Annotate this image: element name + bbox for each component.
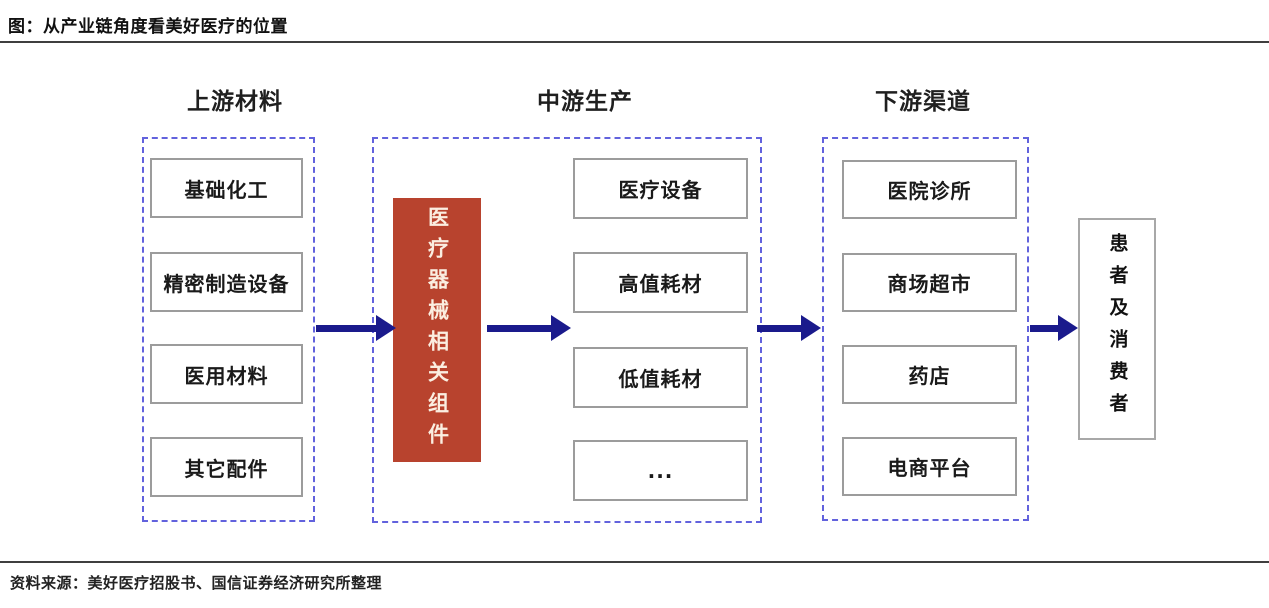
midstream-group: 医疗器械相关组件 医疗设备 高值耗材 低值耗材 ... — [372, 137, 762, 523]
figure-title: 图：从产业链角度看美好医疗的位置 — [8, 17, 288, 37]
source-note: 资料来源：美好医疗招股书、国信证券经济研究所整理 — [10, 574, 383, 592]
arrow-head-icon — [551, 315, 571, 341]
flow-arrow-upstream-to-highlight — [316, 315, 396, 341]
upstream-item-basic-chemicals: 基础化工 — [150, 158, 303, 218]
top-divider — [0, 41, 1269, 43]
highlight-company-position: 医疗器械相关组件 — [393, 198, 481, 462]
midstream-item-low-value-consumables: 低值耗材 — [573, 347, 748, 408]
flow-arrow-downstream-to-terminal — [1030, 315, 1078, 341]
downstream-item-pharmacies: 药店 — [842, 345, 1017, 404]
midstream-item-medical-devices: 医疗设备 — [573, 158, 748, 219]
downstream-group: 医院诊所 商场超市 药店 电商平台 — [822, 137, 1029, 521]
upstream-item-medical-materials: 医用材料 — [150, 344, 303, 404]
flow-arrow-highlight-to-midstream — [487, 315, 571, 341]
column-header-midstream: 中游生产 — [537, 89, 633, 115]
midstream-item-high-value-consumables: 高值耗材 — [573, 252, 748, 313]
bottom-divider — [0, 561, 1269, 563]
terminal-label: 患者及消费者 — [1106, 233, 1129, 425]
downstream-item-malls-supermarkets: 商场超市 — [842, 253, 1017, 312]
arrow-shaft — [316, 324, 376, 332]
flow-arrow-midstream-to-downstream — [757, 315, 821, 341]
arrow-shaft — [1030, 324, 1058, 332]
highlight-label: 医疗器械相关组件 — [425, 206, 450, 454]
midstream-item-ellipsis: ... — [573, 440, 748, 501]
column-header-downstream: 下游渠道 — [875, 89, 971, 115]
upstream-item-other-parts: 其它配件 — [150, 437, 303, 497]
arrow-head-icon — [1058, 315, 1078, 341]
arrow-head-icon — [376, 315, 396, 341]
arrow-shaft — [757, 324, 801, 332]
arrow-shaft — [487, 324, 551, 332]
upstream-item-precision-equipment: 精密制造设备 — [150, 252, 303, 312]
arrow-head-icon — [801, 315, 821, 341]
downstream-item-ecommerce: 电商平台 — [842, 437, 1017, 496]
downstream-item-hospitals-clinics: 医院诊所 — [842, 160, 1017, 219]
column-header-upstream: 上游材料 — [187, 89, 283, 115]
upstream-group: 基础化工 精密制造设备 医用材料 其它配件 — [142, 137, 315, 522]
terminal-consumers-box: 患者及消费者 — [1078, 218, 1156, 440]
